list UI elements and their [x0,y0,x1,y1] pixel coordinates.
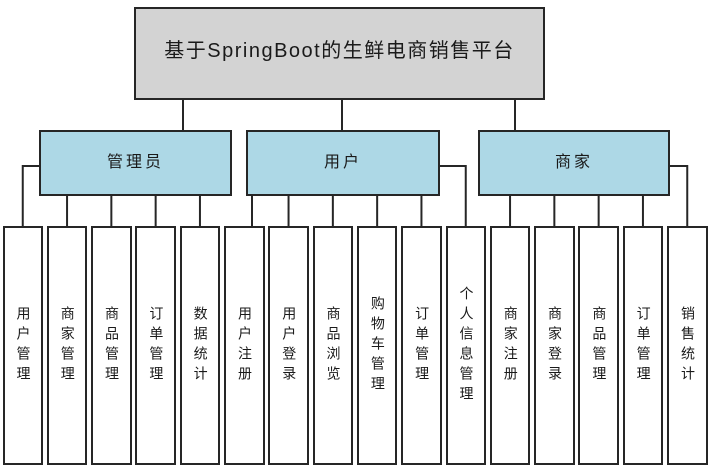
group-box-admin: 管理员 [39,130,232,196]
leaf-box: 订单管理 [401,226,442,465]
leaf-box: 销售统计 [667,226,708,465]
leaf-box: 订单管理 [622,226,664,465]
leaf-box: 商品管理 [91,226,132,465]
leaf-label: 商家注册 [502,305,519,386]
leaf-box: 商家登录 [534,226,575,465]
leaf-label: 商品管理 [104,305,121,386]
leaf-label: 用户注册 [236,305,253,386]
leaf-label: 订单管理 [414,305,431,386]
group-label: 管理员 [106,154,164,171]
leaf-box: 购物车管理 [356,226,398,465]
leaf-box: 商品管理 [578,226,619,465]
leaf-label: 订单管理 [148,305,165,386]
leaf-label: 订单管理 [635,305,652,386]
leaf-box: 商家管理 [46,226,88,465]
leaf-label: 商品管理 [591,305,608,386]
group-label: 用户 [323,154,362,171]
leaf-box: 个人信息管理 [445,226,486,465]
leaf-box: 商品浏览 [312,226,354,465]
group-box-merchant: 商家 [478,130,670,196]
leaf-box: 商家注册 [489,226,531,465]
leaf-label: 商品浏览 [325,305,342,386]
leaf-box: 数据统计 [179,226,221,465]
leaf-box: 用户注册 [224,226,265,465]
leaf-label: 数据统计 [192,305,209,386]
leaf-label: 购物车管理 [369,295,386,396]
group-label: 商家 [554,154,593,171]
leaf-label: 用户管理 [15,305,32,386]
title-text: 基于SpringBoot的生鲜电商销售平台 [164,40,515,62]
leaf-box: 订单管理 [135,226,176,465]
leaf-label: 用户登录 [281,305,298,386]
leaf-label: 销售统计 [679,305,696,386]
leaf-label: 商家管理 [59,305,76,386]
leaf-box: 用户管理 [2,226,43,465]
leaf-label: 个人信息管理 [458,285,475,406]
group-box-user: 用户 [246,130,440,196]
leaf-label: 商家登录 [547,305,564,386]
title-box: 基于SpringBoot的生鲜电商销售平台 [134,7,545,100]
leaf-box: 用户登录 [268,226,309,465]
